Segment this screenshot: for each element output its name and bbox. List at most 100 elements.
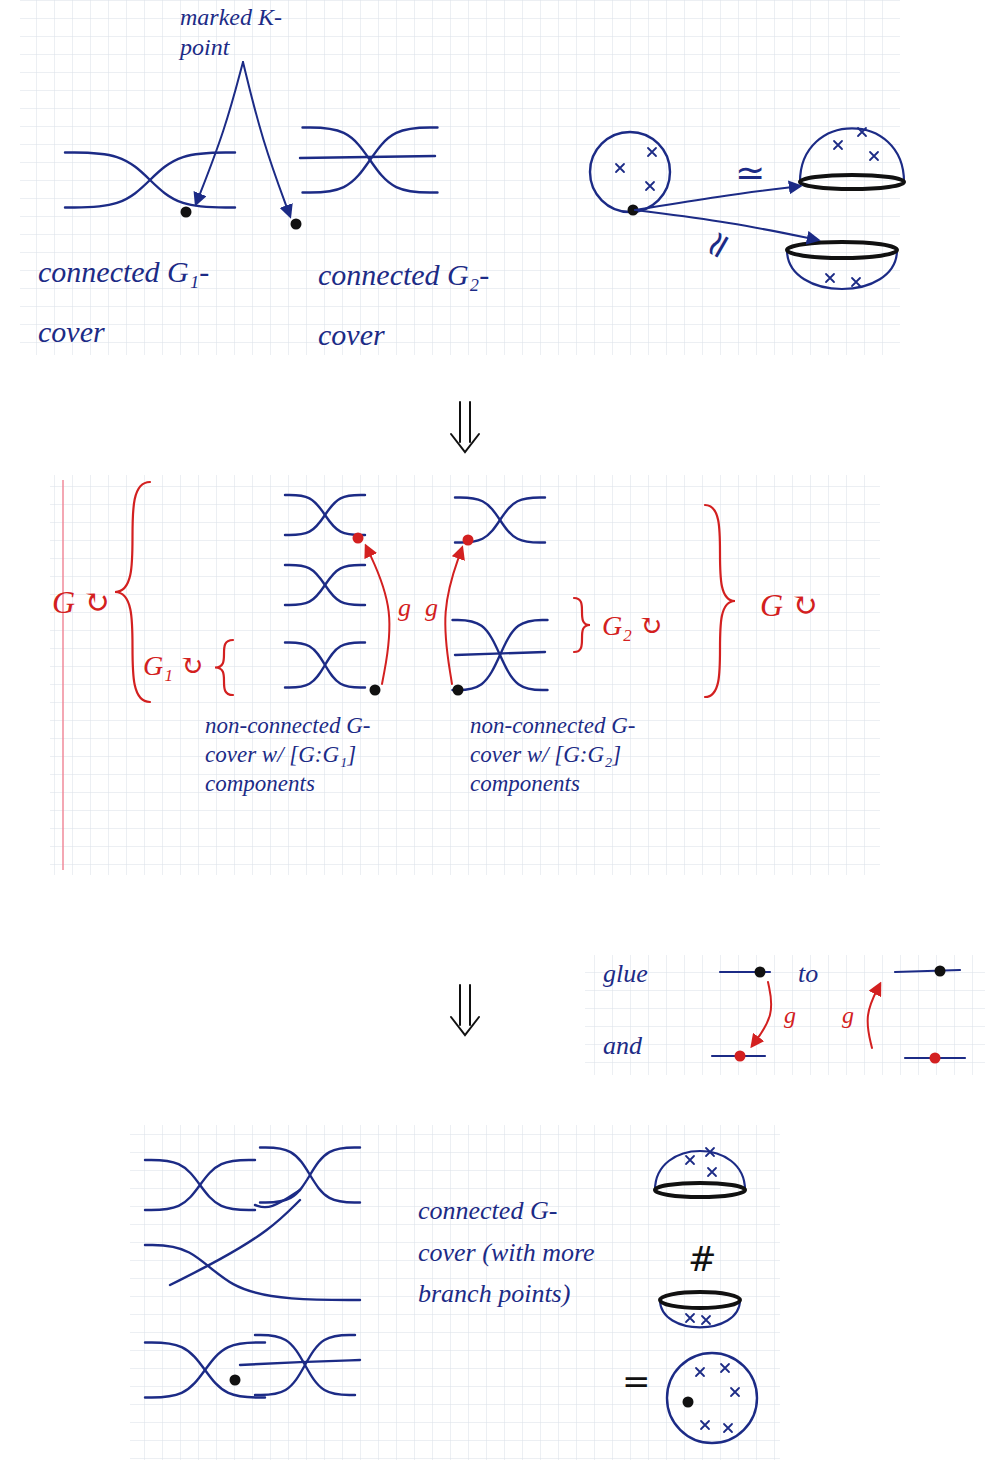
margin-line: [62, 480, 64, 870]
group-element: g: [398, 592, 418, 625]
branch-point: [852, 278, 860, 286]
group-action-arrow: [752, 982, 771, 1046]
cover-strand: [145, 1343, 265, 1398]
marked-point: [453, 685, 464, 696]
cover-strand: [260, 1148, 360, 1203]
cover-strand: [145, 1160, 255, 1210]
hemisphere-rim: [800, 175, 904, 189]
brace: [574, 598, 590, 652]
isomorphism-symbol: ≃: [735, 150, 775, 195]
cover-strand: [145, 1245, 360, 1300]
instruction: glue: [603, 958, 673, 991]
marked-point: [370, 685, 381, 696]
cover-strand: [170, 1200, 300, 1285]
hemisphere-rim: [655, 1183, 745, 1197]
branch-point: [706, 1148, 714, 1156]
cover-strand: [303, 128, 438, 193]
group-action-arrow: [868, 984, 880, 1048]
caption: non-connected G-cover w/ [G:G₂] componen…: [470, 712, 670, 798]
grid-paper: [585, 955, 985, 1075]
branch-point: [721, 1364, 729, 1372]
implies-arrow: [451, 434, 479, 452]
caption: connected G₁-cover: [38, 242, 238, 362]
sphere: [667, 1353, 757, 1443]
group-action-arrow: [366, 546, 389, 684]
cover-strand: [453, 620, 548, 690]
connected-sum-symbol: #: [688, 1238, 728, 1281]
branch-point: [826, 274, 834, 282]
cover-strand: [145, 1160, 255, 1210]
annotation: marked K-point: [180, 2, 310, 62]
cover-strand: [240, 1360, 360, 1365]
marked-point: [181, 207, 192, 218]
cover-strand: [285, 495, 365, 535]
cover-strand: [65, 153, 235, 208]
implies-arrow: [469, 985, 471, 1025]
branch-point: [701, 1421, 709, 1429]
cover-strand: [260, 1148, 360, 1203]
group-element: g: [425, 592, 445, 625]
arrow: [635, 186, 800, 210]
branch-point: [646, 182, 654, 190]
marked-point: [935, 966, 946, 977]
marked-point: [230, 1375, 241, 1386]
arrow: [243, 62, 290, 216]
cover-strand: [285, 643, 365, 688]
branch-point: [708, 1168, 716, 1176]
branch-point: [870, 152, 878, 160]
strand-piece: [895, 970, 960, 972]
cover-strand: [285, 565, 365, 605]
instruction: to: [798, 958, 848, 991]
marked-point: [353, 533, 364, 544]
group-action-arrow: [445, 548, 462, 684]
branch-point: [731, 1388, 739, 1396]
caption: non-connected G-cover w/ [G:G₁] componen…: [205, 712, 390, 798]
grid-paper: [20, 0, 900, 355]
isomorphism-symbol: ≃: [691, 212, 750, 269]
cover-strand: [145, 1343, 265, 1398]
instruction: and: [603, 1030, 673, 1063]
group-element: g: [842, 1000, 862, 1030]
grid-paper: [130, 1125, 780, 1460]
implies-arrow: [469, 402, 471, 442]
branch-point: [616, 164, 624, 172]
hemisphere-rim: [660, 1292, 740, 1308]
implies-arrow: [459, 402, 461, 442]
marked-point: [463, 535, 474, 546]
branch-point: [696, 1368, 704, 1376]
marked-point: [735, 1051, 746, 1062]
cover-strand: [453, 620, 548, 690]
cover-strand: [285, 495, 365, 535]
marked-point: [755, 967, 766, 978]
arrow: [196, 62, 243, 204]
group-element: g: [784, 1000, 804, 1030]
cover-strand: [285, 643, 365, 688]
cover-strand: [455, 652, 545, 655]
cover-strand: [255, 1335, 355, 1395]
brace: [705, 505, 735, 697]
caption: connected G-cover (with more branch poin…: [418, 1190, 608, 1315]
branch-point: [724, 1424, 732, 1432]
hemisphere-rim: [787, 242, 897, 258]
implies-arrow: [451, 1017, 479, 1035]
caption: connected G₂-cover: [318, 245, 518, 365]
marked-point: [291, 219, 302, 230]
branch-point: [858, 128, 866, 136]
group-action: G₂ ↻: [602, 608, 682, 643]
sphere: [590, 132, 670, 212]
group-action: G₁ ↻: [143, 648, 218, 683]
branch-point: [648, 148, 656, 156]
group-action: G ↻: [760, 585, 840, 625]
cover-strand: [255, 1190, 300, 1207]
marked-point: [930, 1053, 941, 1064]
brace: [215, 640, 233, 695]
branch-point: [702, 1316, 710, 1324]
cover-strand: [255, 1335, 355, 1395]
cover-strand: [285, 565, 365, 605]
cover-strand: [65, 153, 235, 208]
equals-symbol: =: [622, 1360, 662, 1403]
grid-paper: [50, 475, 880, 875]
branch-point: [686, 1156, 694, 1164]
